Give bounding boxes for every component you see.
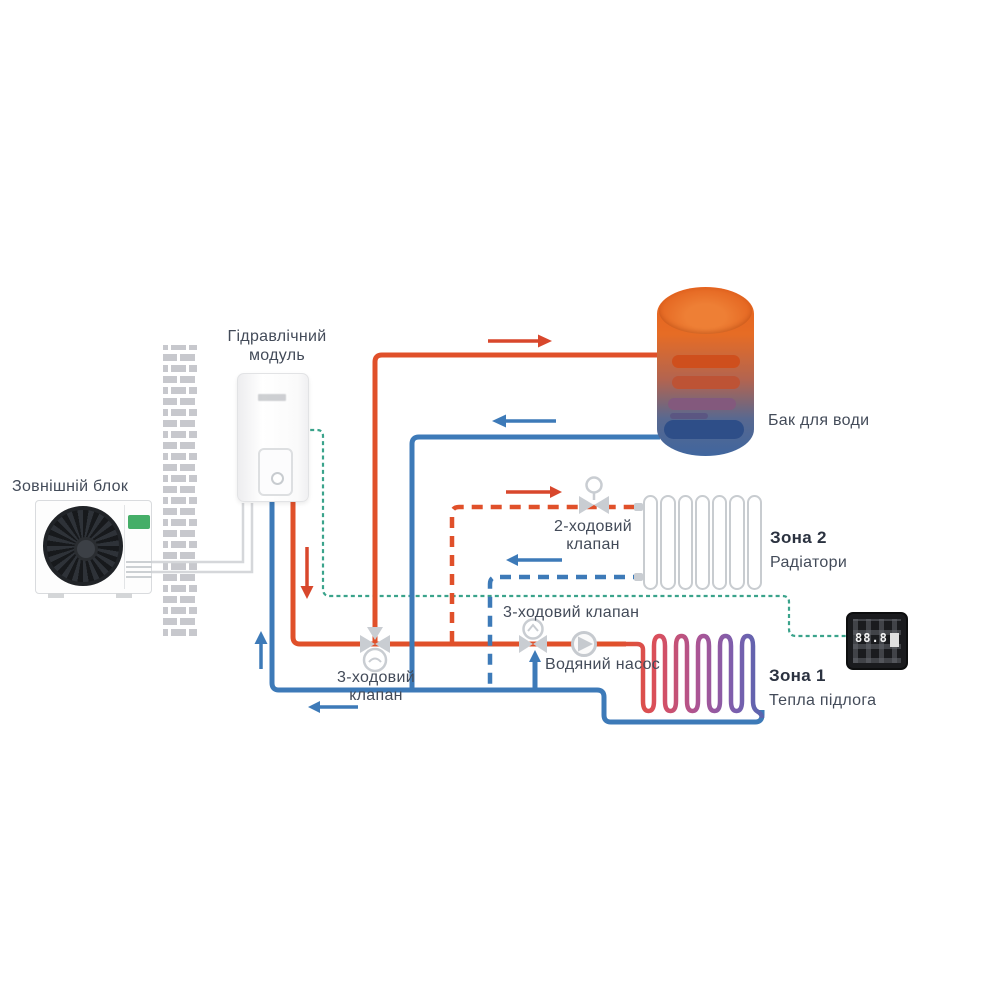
tank-coil-bar [668, 398, 736, 410]
radiator-section [677, 495, 693, 590]
water-tank [657, 287, 754, 456]
radiator-section [643, 495, 659, 590]
flow-arrow-supply-right-icon [488, 334, 552, 348]
three-way-valve-right-icon [519, 618, 547, 653]
thermostat-display: 88.8 [855, 631, 888, 645]
tank-coil-bar [670, 413, 708, 419]
flow-arrow-return-up-icon [254, 631, 268, 669]
water-pump-label: Водяний насос [545, 656, 661, 673]
module-front-panel [258, 448, 293, 496]
hydraulic-module [237, 373, 309, 502]
radiator [643, 495, 762, 590]
tank-label: Бак для води [768, 412, 870, 429]
outdoor-unit [35, 500, 152, 598]
flow-arrow-zone2-supply-icon [506, 486, 562, 498]
flow-arrow-return-left-icon [492, 414, 556, 428]
tank-top-face [659, 288, 752, 334]
radiator-section [712, 495, 728, 590]
brand-logo [258, 394, 286, 401]
radiator-inlet-stub [634, 503, 643, 511]
radiator-supply-dashed [449, 504, 644, 642]
radiator-section [746, 495, 762, 590]
three-way-valve-left-icon [360, 627, 390, 673]
radiator-outlet-stub [634, 573, 643, 581]
tank-coil-bar [672, 376, 740, 389]
return-pipe [269, 434, 765, 725]
unit-foot [116, 593, 132, 598]
flow-arrow-zone2-return-icon [506, 554, 562, 566]
tank-coil-bar [672, 355, 740, 368]
outdoor-unit-label: Зовнішній блок [12, 478, 129, 495]
flow-arrow-bottom-left-icon [308, 701, 358, 713]
hydraulic-module-label: Гідравлічний модуль [227, 328, 327, 364]
two-way-valve-label: 2-ходовий клапан [554, 518, 632, 553]
radiator-section [660, 495, 676, 590]
radiator-return-dashed [487, 574, 644, 686]
radiator-section [694, 495, 711, 590]
tank-coil-bar [664, 420, 744, 439]
two-way-valve-icon [579, 476, 609, 514]
vent-grille-icon [126, 561, 152, 579]
unit-foot [48, 593, 64, 598]
knob-icon [271, 472, 284, 485]
radiator-section [729, 495, 745, 590]
supply-pipe [290, 352, 660, 647]
panel-divider [124, 505, 125, 589]
thermostat: 88.8 [846, 612, 908, 670]
fan-icon [43, 506, 123, 586]
flow-arrow-supply-down-icon [300, 547, 314, 599]
brick-wall [163, 345, 197, 640]
brand-badge-icon [128, 515, 150, 529]
water-pump-icon [571, 631, 597, 657]
refrigerant-pipes [150, 503, 254, 574]
thermostat-display-segment [890, 633, 899, 647]
three-way-valve-left-label: 3-ходовий клапан [337, 669, 415, 704]
zone2-label: Зона 2 Радіатори [770, 528, 848, 571]
three-way-valve-right-label: 3-ходовий клапан [503, 604, 640, 621]
valve-branch-arrow [529, 650, 541, 662]
control-wire [303, 428, 848, 638]
zone1-label: Зона 1 Тепла підлога [769, 666, 877, 709]
floor-heating-coil [616, 633, 765, 719]
